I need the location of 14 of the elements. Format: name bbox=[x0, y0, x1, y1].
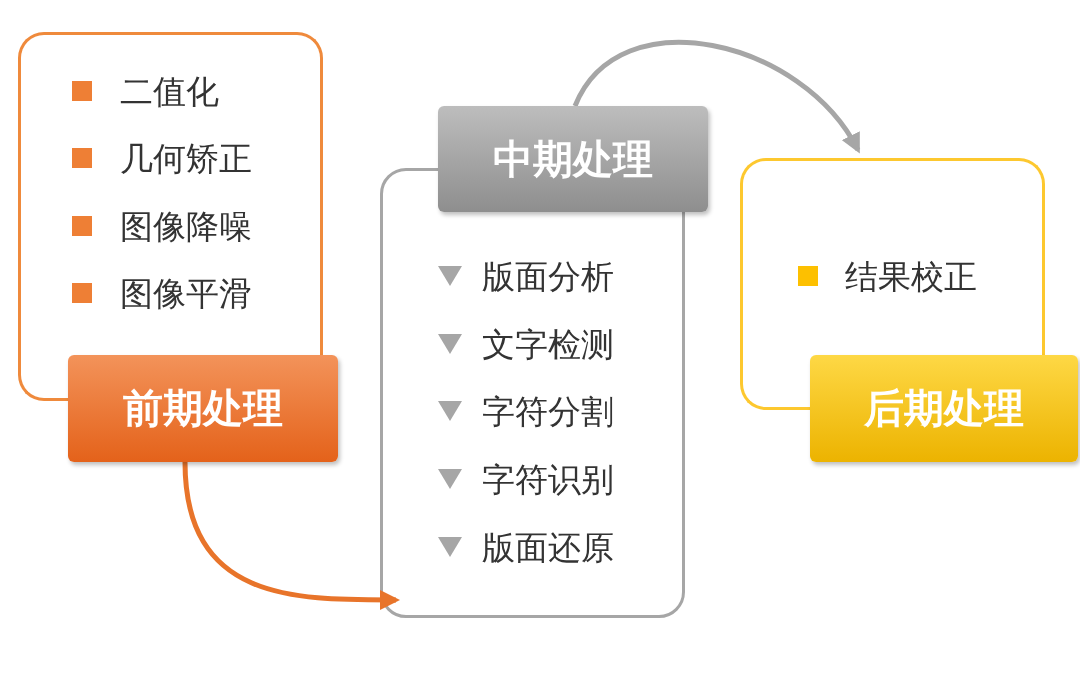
list-item: 图像降噪 bbox=[120, 210, 252, 243]
list-item: 字符分割 bbox=[482, 395, 614, 428]
list-item: 图像平滑 bbox=[120, 277, 252, 310]
list-item: 二值化 bbox=[120, 75, 219, 108]
list-item: 几何矫正 bbox=[120, 142, 252, 175]
stage-label: 中期处理 bbox=[438, 106, 708, 212]
list-item: 结果校正 bbox=[845, 260, 977, 293]
stage-label: 后期处理 bbox=[810, 355, 1078, 462]
list-item: 版面还原 bbox=[482, 531, 614, 564]
list-item: 字符识别 bbox=[482, 463, 614, 496]
list-item: 版面分析 bbox=[482, 260, 614, 293]
curved-arrow bbox=[182, 461, 400, 610]
stage-label: 前期处理 bbox=[68, 355, 338, 462]
list-item: 文字检测 bbox=[482, 328, 614, 361]
